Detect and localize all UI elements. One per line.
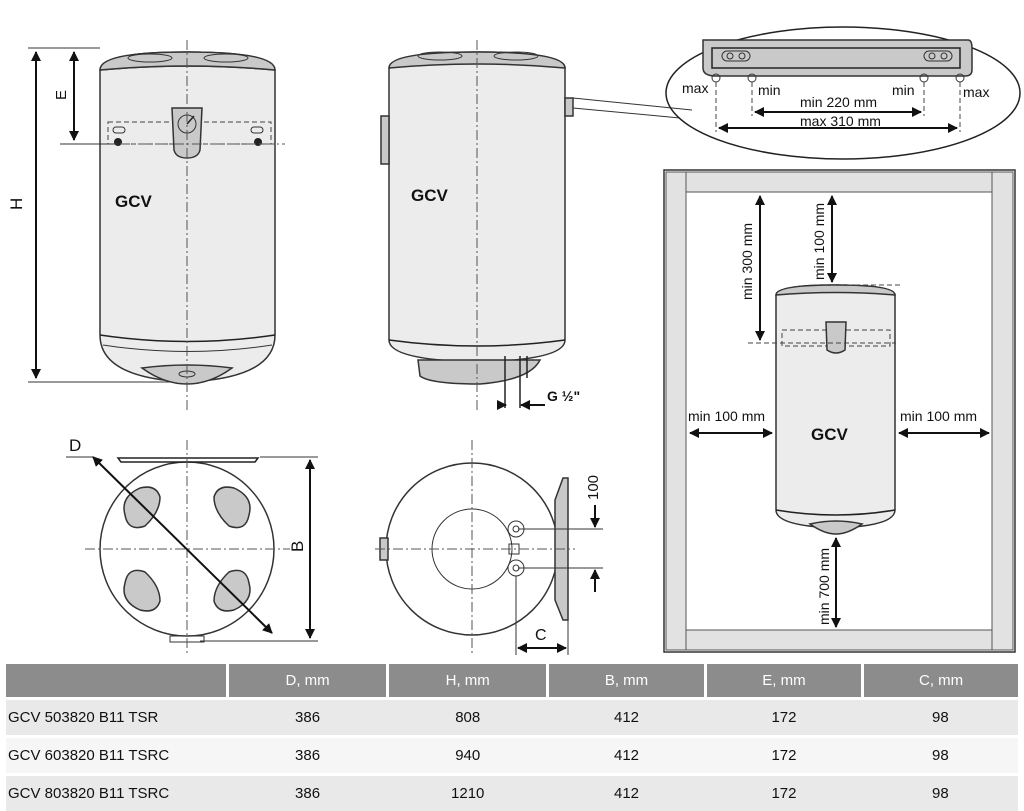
- table-row: GCV 503820 B11 TSR 386 808 412 172 98: [6, 699, 1018, 737]
- c-cell: 98: [863, 737, 1018, 775]
- clearance-bottom-700-label: min 700 mm: [816, 548, 832, 625]
- model-cell: GCV 503820 B11 TSR: [6, 699, 228, 737]
- installed-model-label: GCV: [811, 425, 849, 444]
- side-view: G ½" GCV: [381, 40, 692, 410]
- e-cell: 172: [705, 699, 862, 737]
- d-cell: 386: [228, 699, 388, 737]
- dim-d-label: D: [69, 436, 81, 455]
- b-cell: 412: [548, 737, 705, 775]
- header-d: D, mm: [228, 664, 388, 699]
- bracket-min-220-label: min 220 mm: [800, 94, 877, 110]
- table-row: GCV 603820 B11 TSRC 386 940 412 172 98: [6, 737, 1018, 775]
- top-view: D B: [66, 436, 318, 655]
- dim-100-label: 100: [585, 475, 602, 500]
- dim-h-label: H: [7, 198, 26, 210]
- table-corner-header: [6, 664, 228, 699]
- dim-b-label: B: [288, 541, 307, 552]
- model-cell: GCV 603820 B11 TSRC: [6, 737, 228, 775]
- table-header-row: D, mm H, mm B, mm E, mm C, mm: [6, 664, 1018, 699]
- header-h: H, mm: [388, 664, 548, 699]
- clearance-right-100-label: min 100 mm: [900, 408, 977, 424]
- h-cell: 940: [388, 737, 548, 775]
- bracket-min-left-label: min: [758, 82, 781, 98]
- front-model-label: GCV: [115, 192, 153, 211]
- bracket-max-right-label: max: [963, 84, 989, 100]
- side-model-label: GCV: [411, 186, 449, 205]
- c-cell: 98: [863, 699, 1018, 737]
- clearance-left-100-label: min 100 mm: [688, 408, 765, 424]
- header-b: B, mm: [548, 664, 705, 699]
- e-cell: 172: [705, 737, 862, 775]
- clearance-top-300-label: min 300 mm: [739, 223, 755, 300]
- bracket-max-left-label: max: [682, 80, 708, 96]
- b-cell: 412: [548, 699, 705, 737]
- bracket-max-310-label: max 310 mm: [800, 113, 881, 129]
- bracket-detail: max min min 220 mm min max max 310 mm: [666, 27, 1020, 159]
- dim-c-label: C: [535, 627, 547, 644]
- bottom-view: 100 C: [375, 440, 603, 655]
- thread-label: G ½": [547, 388, 580, 404]
- technical-drawing: H E GCV G ½" GCV: [0, 0, 1024, 660]
- h-cell: 808: [388, 699, 548, 737]
- front-view: H E GCV: [7, 40, 285, 410]
- header-c: C, mm: [863, 664, 1018, 699]
- bracket-min-right-label: min: [892, 82, 915, 98]
- dim-e-label: E: [53, 90, 70, 100]
- clearance-top-100-label: min 100 mm: [811, 203, 827, 280]
- installation-clearance: min 300 mm min 100 mm min 100 mm min 100…: [664, 170, 1015, 652]
- d-cell: 386: [228, 737, 388, 775]
- header-e: E, mm: [705, 664, 862, 699]
- specifications-table: D, mm H, mm B, mm E, mm C, mm GCV 503820…: [6, 664, 1018, 811]
